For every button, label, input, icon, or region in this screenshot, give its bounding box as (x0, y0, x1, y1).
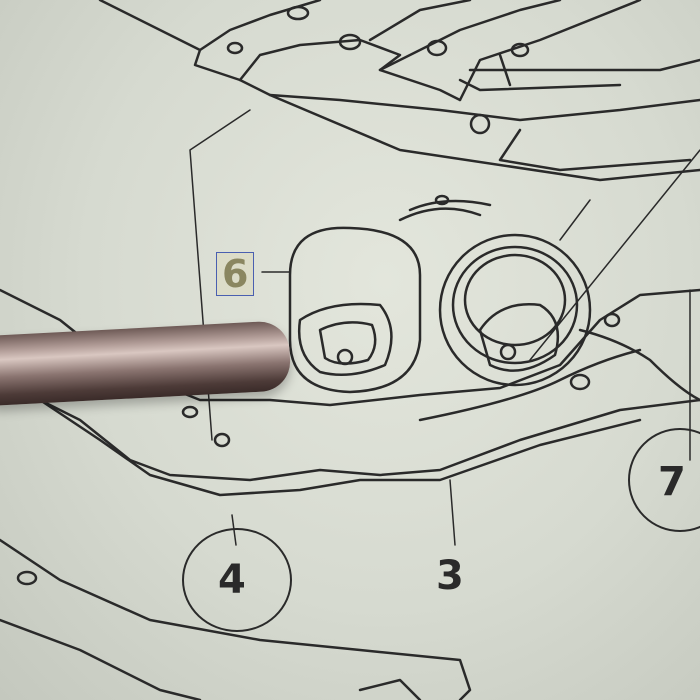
callout-circle-4 (182, 528, 292, 632)
callout-7[interactable]: 7 (658, 459, 686, 505)
leader-3 (449, 479, 456, 546)
leader-7 (529, 149, 700, 461)
bushing-left (288, 226, 422, 394)
callout-3[interactable]: 3 (436, 553, 464, 599)
callout-4[interactable]: 4 (218, 557, 246, 603)
bushing-right (438, 233, 592, 387)
top-bracket (98, 0, 700, 182)
lower-member (0, 538, 472, 700)
callout-6[interactable]: 6 (216, 252, 255, 296)
